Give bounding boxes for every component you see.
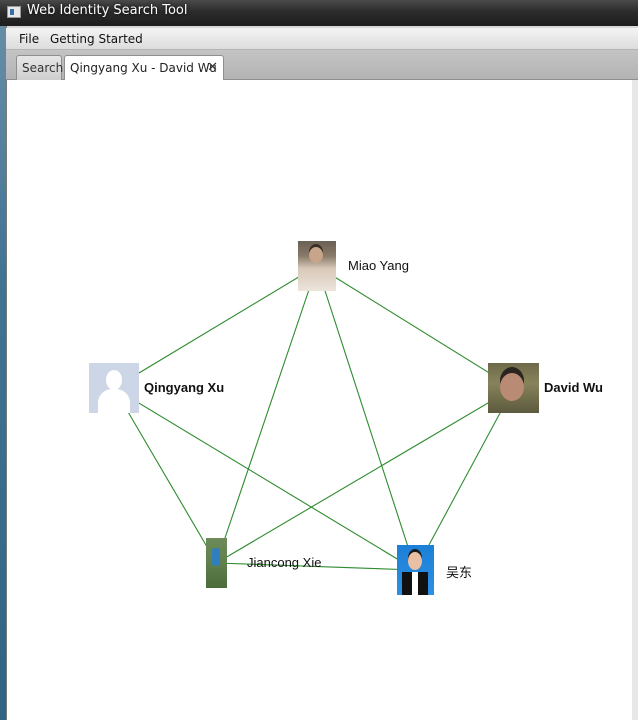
tab-active-label: Qingyang Xu - David Wu xyxy=(70,61,217,75)
edge-qingyang-jiancong xyxy=(113,387,217,564)
menu-bar: File Getting Started xyxy=(6,28,638,50)
portrait-photo-david-wu xyxy=(488,363,539,413)
connection-graph xyxy=(113,265,514,571)
node-label-qingyang-xu: Qingyang Xu xyxy=(144,380,225,395)
menu-getting-started[interactable]: Getting Started xyxy=(50,32,143,46)
window-title: Web Identity Search Tool xyxy=(27,3,188,18)
tab-search[interactable]: Search xyxy=(16,55,64,80)
menu-file[interactable]: File xyxy=(19,32,40,46)
graph-canvas: Miao Yang Qingyang Xu David Wu Jiancong … xyxy=(7,80,635,720)
edge-qingyang-wu xyxy=(113,387,416,571)
node-label-wu-dong: 吴东 xyxy=(446,565,473,580)
default-avatar-icon xyxy=(89,363,139,413)
portrait-photo-jiancong-xie xyxy=(206,538,227,588)
edge-miao-qingyang xyxy=(113,265,318,389)
node-label-jiancong-xie: Jiancong Xie xyxy=(247,555,322,570)
tab-strip: Search Qingyang Xu - David Wu ✕ xyxy=(6,50,638,81)
node-label-david-wu: David Wu xyxy=(544,380,603,395)
tab-qingyang-david[interactable]: Qingyang Xu - David Wu ✕ xyxy=(64,55,224,81)
portrait-photo-miao-yang xyxy=(298,241,336,291)
node-label-miao-yang: Miao Yang xyxy=(348,258,409,273)
edge-miao-wu xyxy=(316,265,417,571)
tab-search-label: Search xyxy=(22,61,64,75)
edge-miao-david xyxy=(316,265,514,389)
portrait-photo-wu-dong xyxy=(397,545,434,595)
desktop-background xyxy=(0,0,6,720)
close-icon[interactable]: ✕ xyxy=(207,60,218,75)
right-scroll-edge xyxy=(632,80,638,720)
edge-miao-jiancong xyxy=(215,265,318,564)
window-title-bar[interactable]: Web Identity Search Tool xyxy=(0,0,638,26)
edge-david-wu xyxy=(415,387,514,571)
edge-david-jiancong xyxy=(216,387,514,564)
edge-jiancong-wu xyxy=(216,562,416,571)
graph-edges xyxy=(113,265,514,571)
app-window-icon xyxy=(7,6,21,18)
